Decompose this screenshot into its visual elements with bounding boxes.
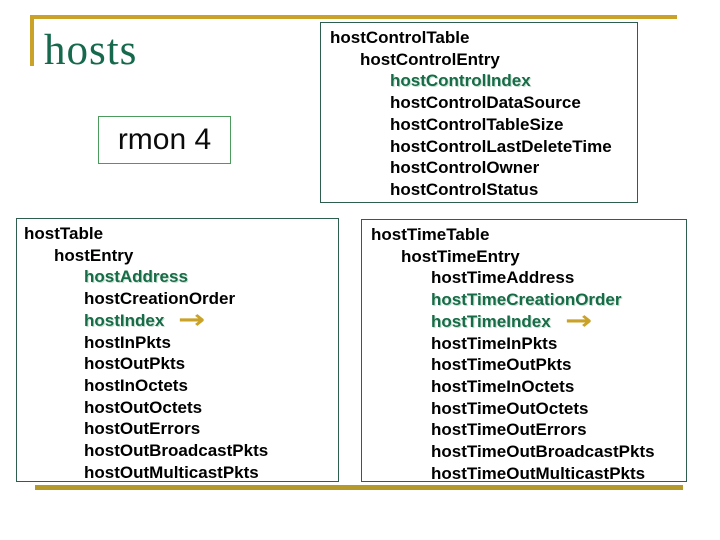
mib-item: hostControlStatus <box>330 179 637 201</box>
mib-item: hostTimeOutPkts <box>371 354 686 376</box>
mib-item-label: hostCreationOrder <box>84 289 236 309</box>
mib-item-label: hostTable <box>24 224 104 243</box>
mib-item-label: hostTimeCreationOrder <box>431 290 622 310</box>
mib-item-label: hostTimeOutMulticastPkts <box>431 463 646 483</box>
mib-item: hostControlIndex <box>330 70 637 92</box>
mib-item: hostTimeAddress <box>371 267 686 289</box>
mib-item: hostControlTable <box>330 27 637 49</box>
mib-item-label: hostOutErrors <box>84 419 201 439</box>
mib-item: hostTimeInPkts <box>371 333 686 355</box>
mib-item-label: hostControlStatus <box>390 179 539 199</box>
mib-item: hostOutMulticastPkts <box>24 462 338 484</box>
mib-item-label: hostControlLastDeleteTime <box>390 136 612 156</box>
mib-item-label: hostInOctets <box>84 375 188 395</box>
mib-item-label: hostControlTable <box>330 28 470 47</box>
mib-item: hostTable <box>24 223 338 245</box>
mib-item-label: hostControlOwner <box>390 158 540 178</box>
mib-item: hostTimeInOctets <box>371 376 686 398</box>
mib-item: hostInPkts <box>24 332 338 354</box>
mib-item-label: hostTimeAddress <box>431 268 575 288</box>
mib-item-label: hostTimeTable <box>371 225 490 244</box>
mib-item: hostControlDataSource <box>330 92 637 114</box>
mib-item: hostTimeEntry <box>371 246 686 268</box>
mib-item: hostOutErrors <box>24 418 338 440</box>
mib-item: hostControlEntry <box>330 49 637 71</box>
mib-item: hostOutPkts <box>24 353 338 375</box>
page-title: hosts <box>44 27 138 74</box>
mib-item: hostInOctets <box>24 375 338 397</box>
mib-item: hostTimeOutOctets <box>371 398 686 420</box>
mib-item-label: hostOutBroadcastPkts <box>84 441 269 461</box>
rmon-version-label: rmon 4 <box>117 123 212 156</box>
mib-item-label: hostInPkts <box>84 332 171 352</box>
footer-accent-line <box>35 485 683 490</box>
mib-item: hostControlOwner <box>330 157 637 179</box>
mib-item-label: hostControlTableSize <box>390 114 564 134</box>
mib-item-label: hostIndex <box>84 310 165 330</box>
mib-item-label: hostTimeOutOctets <box>431 398 589 418</box>
mib-item: hostCreationOrder <box>24 288 338 310</box>
mib-item: hostTimeCreationOrder <box>371 289 686 311</box>
mib-item: hostTimeTable <box>371 224 686 246</box>
mib-item-label: hostTimeIndex <box>431 311 551 331</box>
right-arrow-icon: → <box>564 305 592 336</box>
mib-item: hostAddress <box>24 266 338 288</box>
mib-item-label: hostTimeOutErrors <box>431 420 587 440</box>
mib-item: hostTimeOutMulticastPkts <box>371 463 686 485</box>
mib-item: hostControlLastDeleteTime <box>330 136 637 158</box>
mib-item-label: hostTimeOutBroadcastPkts <box>431 442 655 462</box>
mib-item-label: hostTimeInPkts <box>431 333 558 353</box>
right-arrow-icon: → <box>178 304 206 335</box>
mib-item: hostOutOctets <box>24 397 338 419</box>
mib-item-label: hostTimeEntry <box>401 246 520 266</box>
mib-item: hostOutBroadcastPkts <box>24 440 338 462</box>
title-accent-line <box>30 15 677 19</box>
mib-item-label: hostOutPkts <box>84 354 186 374</box>
mib-item: hostEntry <box>24 245 338 267</box>
mib-item-label: hostEntry <box>54 245 134 265</box>
mib-item: hostControlTableSize <box>330 114 637 136</box>
mib-item: hostTimeOutBroadcastPkts <box>371 441 686 463</box>
mib-item: hostTimeOutErrors <box>371 419 686 441</box>
rmon-version-box: rmon 4 <box>98 116 231 164</box>
mib-item: hostIndex → <box>24 304 338 335</box>
mib-item-label: hostAddress <box>84 267 188 287</box>
mib-item-label: hostTimeOutPkts <box>431 355 572 375</box>
mib-item-label: hostTimeInOctets <box>431 376 575 396</box>
mib-item-label: hostOutMulticastPkts <box>84 462 259 482</box>
mib-item-label: hostControlDataSource <box>390 93 581 113</box>
mib-item-label: hostControlEntry <box>360 49 500 69</box>
mib-item: hostTimeIndex → <box>371 305 686 336</box>
title-accent-bar <box>30 15 34 66</box>
mib-item-label: hostControlIndex <box>390 71 531 91</box>
mib-item-label: hostOutOctets <box>84 397 203 417</box>
